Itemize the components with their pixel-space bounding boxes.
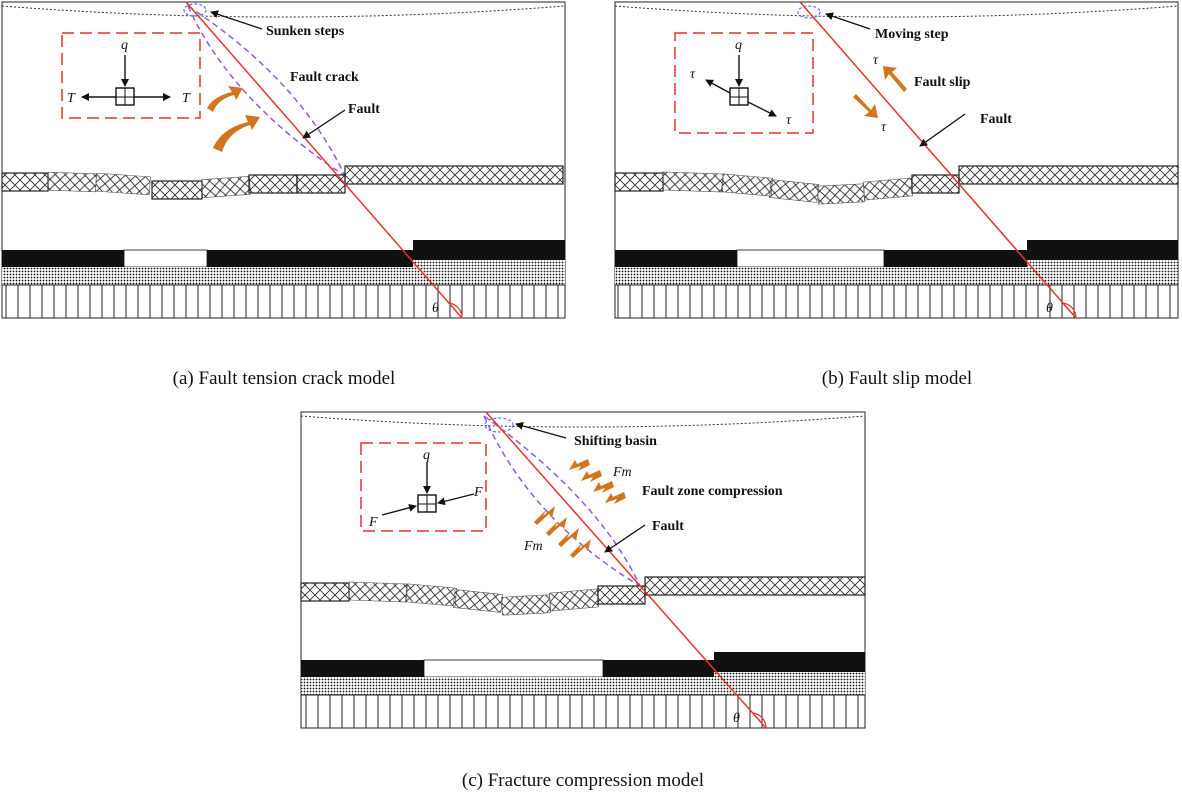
fault-line bbox=[485, 411, 767, 729]
stress-element-box bbox=[674, 32, 814, 134]
coal-seam-left bbox=[615, 250, 737, 267]
label-sunken-steps: Sunken steps bbox=[266, 24, 345, 39]
label-fault: Fault bbox=[980, 112, 1012, 127]
symbol-tau-bottom: τ bbox=[881, 120, 887, 135]
shear-left-arrow bbox=[705, 79, 731, 94]
rotation-arrow-lower bbox=[213, 115, 260, 152]
symbol-tau-right: τ bbox=[786, 113, 792, 128]
label-moving-step: Moving step bbox=[875, 27, 949, 42]
bedrock bbox=[1, 284, 566, 319]
goaf bbox=[123, 249, 208, 268]
floor-strata-left bbox=[301, 677, 714, 695]
stress-element bbox=[705, 55, 777, 117]
panel-c: q F F Fm Fm bbox=[300, 411, 866, 791]
symbol-f-left: F bbox=[368, 515, 378, 530]
symbol-q: q bbox=[423, 448, 430, 463]
fault-line bbox=[185, 1, 463, 319]
label-fault: Fault bbox=[652, 519, 684, 534]
pointer-fault bbox=[919, 113, 966, 147]
symbol-f-right: F bbox=[473, 485, 483, 500]
compression-right-arrow bbox=[437, 493, 475, 506]
dip-angle-symbol: θ bbox=[733, 711, 740, 726]
coal-seam-right bbox=[714, 652, 865, 672]
caption-b: (b) Fault slip model bbox=[822, 368, 972, 389]
fault-crack-boundary-upper bbox=[187, 5, 346, 177]
symbol-tau-left: τ bbox=[690, 67, 696, 82]
floor-strata-right bbox=[1027, 260, 1178, 285]
stress-element bbox=[81, 55, 171, 106]
shear-right-arrow bbox=[747, 101, 777, 117]
pointer-shifting-basin bbox=[515, 422, 567, 439]
compression-left-arrow bbox=[381, 503, 417, 516]
stress-element-box bbox=[360, 442, 487, 532]
coal-seam-left bbox=[2, 250, 124, 267]
bedrock bbox=[614, 284, 1179, 319]
symbol-t-right: T bbox=[182, 91, 191, 106]
coal-seam-middle bbox=[884, 250, 1027, 267]
label-fault-zone-compression: Fault zone compression bbox=[642, 484, 783, 499]
symbol-fm-top: Fm bbox=[612, 465, 632, 480]
floor-strata-left bbox=[2, 267, 413, 285]
dip-angle-arc bbox=[1062, 302, 1077, 319]
surface-subsidence-curve bbox=[614, 5, 1179, 18]
surface-subsidence-curve bbox=[300, 415, 866, 428]
slip-arrow-down bbox=[853, 94, 878, 118]
key-stratum-blocks bbox=[300, 576, 866, 616]
slip-arrow-up bbox=[883, 66, 907, 92]
floor-strata-left bbox=[615, 267, 1027, 285]
key-stratum-blocks bbox=[1, 165, 564, 200]
floor-strata-right bbox=[413, 260, 565, 285]
dip-angle-symbol: θ bbox=[432, 301, 439, 316]
key-stratum-blocks bbox=[614, 165, 1179, 205]
label-fault-slip: Fault slip bbox=[914, 75, 971, 90]
surface-subsidence-curve bbox=[1, 5, 566, 18]
moving-step-circle bbox=[797, 5, 821, 19]
pointer-fault bbox=[604, 524, 646, 553]
pointer-fault bbox=[302, 109, 346, 139]
coal-seam-left bbox=[301, 660, 424, 677]
coal-seam-middle bbox=[207, 250, 413, 267]
dip-angle-symbol: θ bbox=[1046, 301, 1053, 316]
compression-arrows-upper bbox=[569, 459, 626, 504]
fault-line bbox=[799, 1, 1077, 319]
coal-seam-right bbox=[1027, 240, 1178, 260]
coal-seam-right bbox=[413, 240, 565, 260]
sunken-step-circle bbox=[183, 3, 207, 17]
label-shifting-basin: Shifting basin bbox=[574, 434, 657, 449]
fault-crack-boundary-lower bbox=[187, 5, 346, 177]
caption-c: (c) Fracture compression model bbox=[462, 770, 704, 791]
bedrock bbox=[300, 694, 866, 729]
compression-zone-upper bbox=[483, 415, 641, 587]
symbol-q: q bbox=[735, 38, 742, 53]
dip-angle-arc bbox=[448, 302, 463, 319]
label-fault: Fault bbox=[348, 102, 380, 117]
compression-zone-lower bbox=[483, 415, 641, 587]
caption-a: (a) Fault tension crack model bbox=[173, 368, 396, 389]
stress-element bbox=[381, 462, 475, 516]
label-fault-crack: Fault crack bbox=[290, 70, 359, 85]
pointer-moving-step bbox=[825, 12, 871, 30]
symbol-tau-top: τ bbox=[873, 53, 879, 68]
goaf bbox=[423, 659, 604, 678]
symbol-q: q bbox=[121, 38, 128, 53]
symbol-fm-bottom: Fm bbox=[523, 539, 543, 554]
compression-arrows-lower bbox=[534, 506, 591, 558]
floor-strata-right bbox=[714, 672, 865, 695]
symbol-t-left: T bbox=[67, 91, 76, 106]
pointer-sunken-steps bbox=[210, 10, 263, 30]
coal-seam-middle bbox=[603, 660, 714, 677]
panel-a: q T T θ bbox=[1, 1, 566, 389]
goaf bbox=[736, 249, 885, 268]
stress-element-box bbox=[61, 32, 201, 119]
rotation-arrow-upper bbox=[207, 86, 243, 112]
panel-b: q τ τ τ τ θ Moving step F bbox=[614, 1, 1179, 389]
dip-angle-arc bbox=[752, 712, 767, 729]
shifting-basin-circle bbox=[484, 417, 514, 433]
